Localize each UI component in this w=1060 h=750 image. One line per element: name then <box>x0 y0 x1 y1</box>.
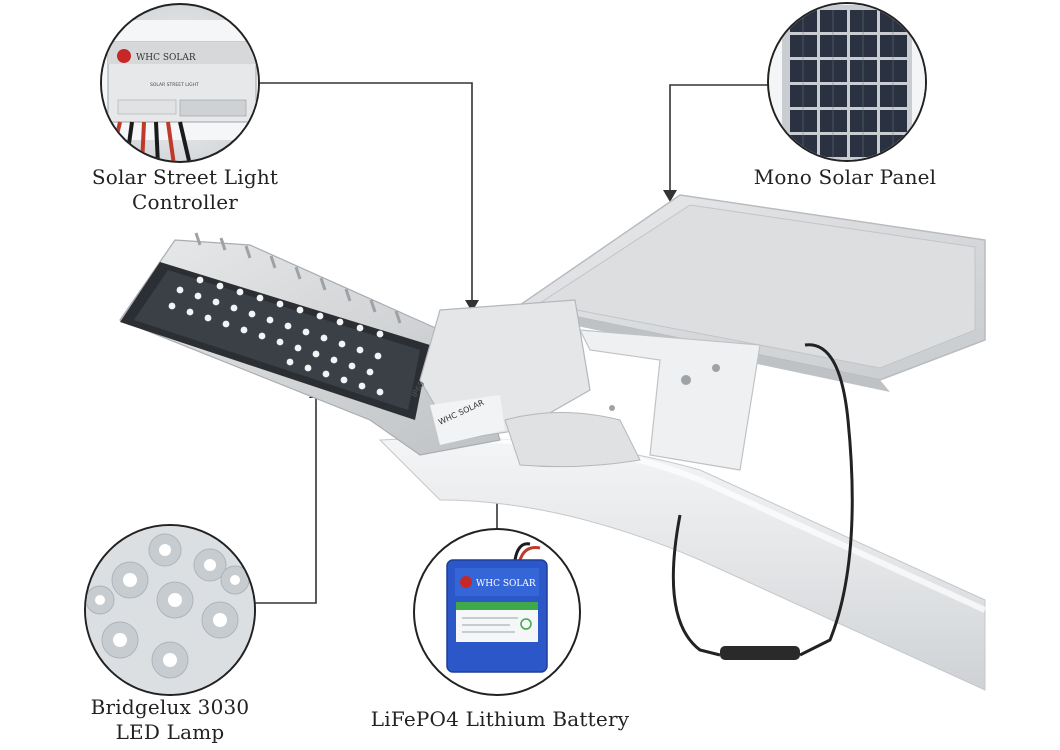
battery-logo-text: WHC SOLAR <box>476 579 536 589</box>
led-array <box>168 276 384 396</box>
mounting-bracket <box>578 329 761 471</box>
led-inset <box>84 524 256 696</box>
leader-lines <box>253 82 768 604</box>
panel-inset <box>767 2 927 162</box>
controller-model-text: SOLAR STREET LIGHT <box>150 82 199 88</box>
lamp-leader <box>253 395 317 604</box>
lamp-head: WHC SOLAR IP65 <box>119 232 641 468</box>
led-lenses <box>86 533 250 679</box>
lamp-label: Bridgelux 3030 LED Lamp <box>60 695 280 745</box>
controller-label-line1: Solar Street Light <box>91 165 279 189</box>
battery-label-line1: LiFePO4 Lithium Battery <box>370 707 630 731</box>
lamp-label-line2: LED Lamp <box>115 720 225 744</box>
panel-arrow-icon <box>663 190 677 202</box>
battery-label: LiFePO4 Lithium Battery <box>350 707 650 732</box>
controller-label: Solar Street Light Controller <box>60 165 310 215</box>
controller-leader <box>258 82 473 302</box>
panel-leader <box>669 84 768 193</box>
panel-label: Mono Solar Panel <box>730 165 960 190</box>
lamp-label-line1: Bridgelux 3030 <box>90 695 250 719</box>
controller-arrow-icon <box>465 300 479 312</box>
battery-inset: WHC SOLAR <box>413 528 581 696</box>
panel-label-line1: Mono Solar Panel <box>753 165 937 189</box>
controller-inset: WHC SOLAR SOLAR STREET LIGHT <box>100 3 260 163</box>
cable <box>671 343 854 660</box>
controller-logo-text: WHC SOLAR <box>136 53 196 63</box>
solar-panel <box>518 194 986 392</box>
controller-label-line2: Controller <box>131 190 239 214</box>
